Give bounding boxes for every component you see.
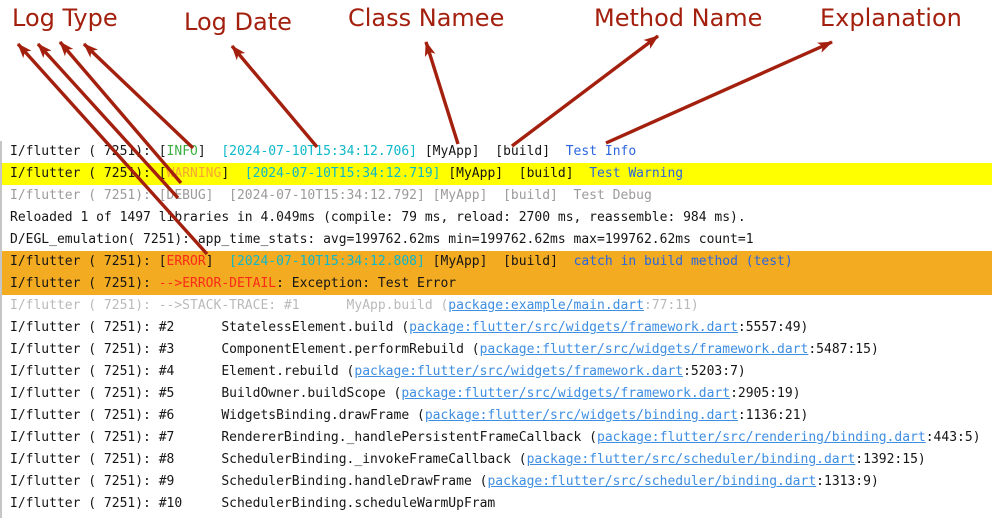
annotation-label-log-type: Log Type: [12, 4, 118, 32]
log-line: I/flutter ( 7251): #2 StatelessElement.b…: [2, 317, 992, 339]
log-line: I/flutter ( 7251): -->ERROR-DETAIL: Exce…: [2, 273, 992, 295]
annotation-label-log-date: Log Date: [184, 8, 292, 36]
log-segment: :5487:15): [808, 342, 879, 357]
arrow-method-name: [510, 34, 660, 148]
source-link[interactable]: package:flutter/src/widgets/framework.da…: [354, 364, 684, 379]
arrow-class-name: [424, 41, 460, 145]
arrow-log-date: [230, 44, 319, 149]
log-output: I/flutter ( 7251): [INFO] [2024-07-10T15…: [0, 141, 992, 518]
source-link[interactable]: package:flutter/src/widgets/framework.da…: [479, 342, 809, 357]
log-segment: I/flutter ( 7251): #10 SchedulerBinding.…: [10, 496, 496, 511]
log-segment: Test Warning: [589, 166, 684, 181]
log-segment: -->ERROR-DETAIL: [158, 276, 277, 291]
log-segment: :1313:9): [816, 474, 879, 489]
source-link[interactable]: package:flutter/src/widgets/binding.dart: [424, 408, 738, 423]
log-line: I/flutter ( 7251): #6 WidgetsBinding.dra…: [2, 405, 992, 427]
log-line: I/flutter ( 7251): #5 BuildOwner.buildSc…: [2, 383, 992, 405]
log-segment: Test Info: [565, 144, 637, 159]
log-segment: INFO: [166, 144, 198, 159]
log-segment: I/flutter ( 7251): [DEBUG] [2024-07-10T1…: [10, 188, 652, 203]
log-segment: :5557:49): [737, 320, 809, 335]
log-segment: :443:5): [925, 430, 981, 445]
arrow-explanation: [605, 40, 833, 145]
log-segment: I/flutter ( 7251): #7 RendererBinding._h…: [10, 430, 597, 445]
log-line: I/flutter ( 7251): #10 SchedulerBinding.…: [2, 493, 992, 515]
log-segment: : Exception: Test Error: [276, 276, 457, 291]
log-segment: ]: [205, 254, 230, 269]
log-segment: I/flutter ( 7251): [: [10, 254, 167, 269]
log-line: I/flutter ( 7251): [INFO] [2024-07-10T15…: [2, 141, 992, 163]
source-link[interactable]: package:flutter/src/scheduler/binding.da…: [526, 452, 856, 467]
log-segment: :2905:19): [730, 386, 801, 401]
source-link[interactable]: package:flutter/src/rendering/binding.da…: [597, 430, 926, 445]
log-segment: D/EGL_emulation( 7251): app_time_stats: …: [10, 232, 754, 247]
log-segment: ]: [197, 144, 222, 159]
log-segment: I/flutter ( 7251): #2 StatelessElement.b…: [10, 320, 410, 335]
log-segment: [2024-07-10T15:34:12.719]: [244, 166, 441, 181]
log-line: I/flutter ( 7251): #7 RendererBinding._h…: [2, 427, 992, 449]
log-segment: I/flutter ( 7251): #4 Element.rebuild (: [10, 364, 355, 379]
source-link[interactable]: package:flutter/src/widgets/framework.da…: [409, 320, 738, 335]
log-line: I/flutter ( 7251): #8 SchedulerBinding._…: [2, 449, 992, 471]
log-segment: I/flutter ( 7251): #3 ComponentElement.p…: [10, 342, 480, 357]
arrow-log-type-info: [82, 42, 195, 150]
log-line: I/flutter ( 7251): [WARNING] [2024-07-10…: [2, 163, 992, 185]
log-line: I/flutter ( 7251): [DEBUG] [2024-07-10T1…: [2, 185, 992, 207]
log-segment: :1136:21): [737, 408, 809, 423]
source-link[interactable]: package:flutter/src/scheduler/binding.da…: [487, 474, 817, 489]
log-segment: I/flutter ( 7251): -->STACK-TRACE: #1 My…: [10, 298, 449, 313]
log-segment: I/flutter ( 7251):: [10, 276, 159, 291]
log-line: I/flutter ( 7251): -->STACK-TRACE: #1 My…: [2, 295, 992, 317]
log-segment: I/flutter ( 7251): [: [10, 144, 167, 159]
log-line: Reloaded 1 of 1497 libraries in 4.049ms …: [2, 207, 992, 229]
log-line: I/flutter ( 7251): #3 ComponentElement.p…: [2, 339, 992, 361]
source-link[interactable]: package:example/main.dart: [448, 298, 644, 313]
log-segment: I/flutter ( 7251): #6 WidgetsBinding.dra…: [10, 408, 425, 423]
log-segment: I/flutter ( 7251): #5 BuildOwner.buildSc…: [10, 386, 402, 401]
log-segment: WARNING: [166, 166, 222, 181]
log-line: I/flutter ( 7251): #9 SchedulerBinding.h…: [2, 471, 992, 493]
source-link[interactable]: package:flutter/src/widgets/framework.da…: [401, 386, 731, 401]
annotation-label-method-name: Method Name: [594, 4, 763, 32]
log-segment: Reloaded 1 of 1497 libraries in 4.049ms …: [10, 210, 746, 225]
annotation-label-class-name: Class Namee: [348, 4, 505, 32]
log-line: I/flutter ( 7251): #4 Element.rebuild (p…: [2, 361, 992, 383]
log-segment: ]: [221, 166, 245, 181]
log-segment: I/flutter ( 7251): #8 SchedulerBinding._…: [10, 452, 527, 467]
log-segment: [MyApp] [build]: [424, 254, 574, 269]
log-segment: :5203:7): [683, 364, 746, 379]
log-line: I/flutter ( 7251): [ERROR] [2024-07-10T1…: [2, 251, 992, 273]
log-segment: :1392:15): [855, 452, 926, 467]
log-segment: I/flutter ( 7251): [: [10, 166, 167, 181]
annotation-label-explanation: Explanation: [820, 4, 962, 32]
log-segment: [MyApp] [build]: [417, 144, 566, 159]
log-segment: ERROR: [166, 254, 206, 269]
log-line: D/EGL_emulation( 7251): app_time_stats: …: [2, 229, 992, 251]
log-segment: :77:11): [643, 298, 699, 313]
log-segment: [2024-07-10T15:34:12.706]: [221, 144, 418, 159]
log-segment: catch in build method (test): [573, 254, 793, 269]
log-segment: [MyApp] [build]: [440, 166, 590, 181]
log-segment: I/flutter ( 7251): #9 SchedulerBinding.h…: [10, 474, 488, 489]
log-segment: [2024-07-10T15:34:12.808]: [229, 254, 425, 269]
